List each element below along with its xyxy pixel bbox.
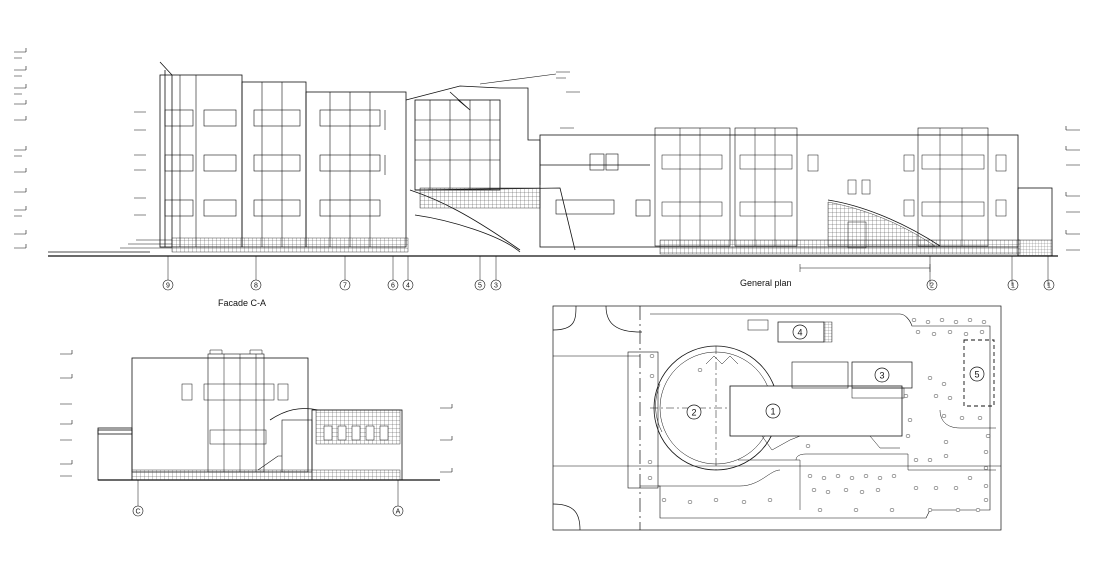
facade-title: Facade C-A: [218, 298, 266, 308]
side-axis-marker: A: [392, 505, 404, 517]
plan-zone-label: 1: [770, 407, 775, 417]
facade-axis-label: 7: [343, 283, 347, 290]
facade-axis-label: 8: [254, 283, 258, 290]
plan-title: General plan: [740, 278, 792, 288]
facade-axis-label: 5: [478, 283, 482, 290]
facade-axis-marker: 4: [402, 279, 414, 291]
general-plan: [552, 305, 1002, 531]
facade-axis-label: 9: [166, 283, 170, 290]
facade-axis-marker: 1: [1043, 279, 1055, 291]
facade-axis-label: 1: [1011, 283, 1015, 290]
plan-zone-marker: 2: [686, 404, 702, 420]
plan-zone-marker: 4: [792, 324, 808, 340]
facade-axis-label: 3: [494, 283, 498, 290]
plan-zone-marker: 1: [765, 403, 781, 419]
side-elevation: [60, 349, 453, 506]
facade-axis-marker: 5: [474, 279, 486, 291]
facade-axis-label: 2: [930, 283, 934, 290]
plan-zone-label: 2: [691, 408, 696, 418]
plan-zone-label: 5: [974, 370, 979, 380]
facade-axis-marker: 6: [387, 279, 399, 291]
side-axis-markers: C A: [132, 505, 404, 517]
facade-axis-marker: 3: [490, 279, 502, 291]
plan-zone-label: 3: [879, 371, 884, 381]
plan-zone-label: 4: [797, 328, 802, 338]
facade-axis-marker: 1: [1007, 279, 1019, 291]
facade-axis-label: 6: [391, 283, 395, 290]
side-axis-label: A: [396, 509, 401, 516]
facade-axis-marker: 7: [339, 279, 351, 291]
facade-axis-marker: 2: [926, 279, 938, 291]
facade-axis-label: 4: [406, 283, 410, 290]
side-axis-label: C: [135, 509, 140, 516]
facade-axis-marker: 9: [162, 279, 174, 291]
main-facade: [14, 48, 1080, 286]
facade-axis-label: 1: [1047, 283, 1051, 290]
facade-axis-markers: 9 8 7 6 4 5 3 2 1 1: [162, 279, 1055, 291]
side-axis-marker: C: [132, 505, 144, 517]
plan-zone-marker: 5: [969, 366, 985, 382]
facade-axis-marker: 8: [250, 279, 262, 291]
plan-zone-marker: 3: [874, 367, 890, 383]
plan-zone-markers: 1 2 3 4 5: [686, 324, 985, 420]
